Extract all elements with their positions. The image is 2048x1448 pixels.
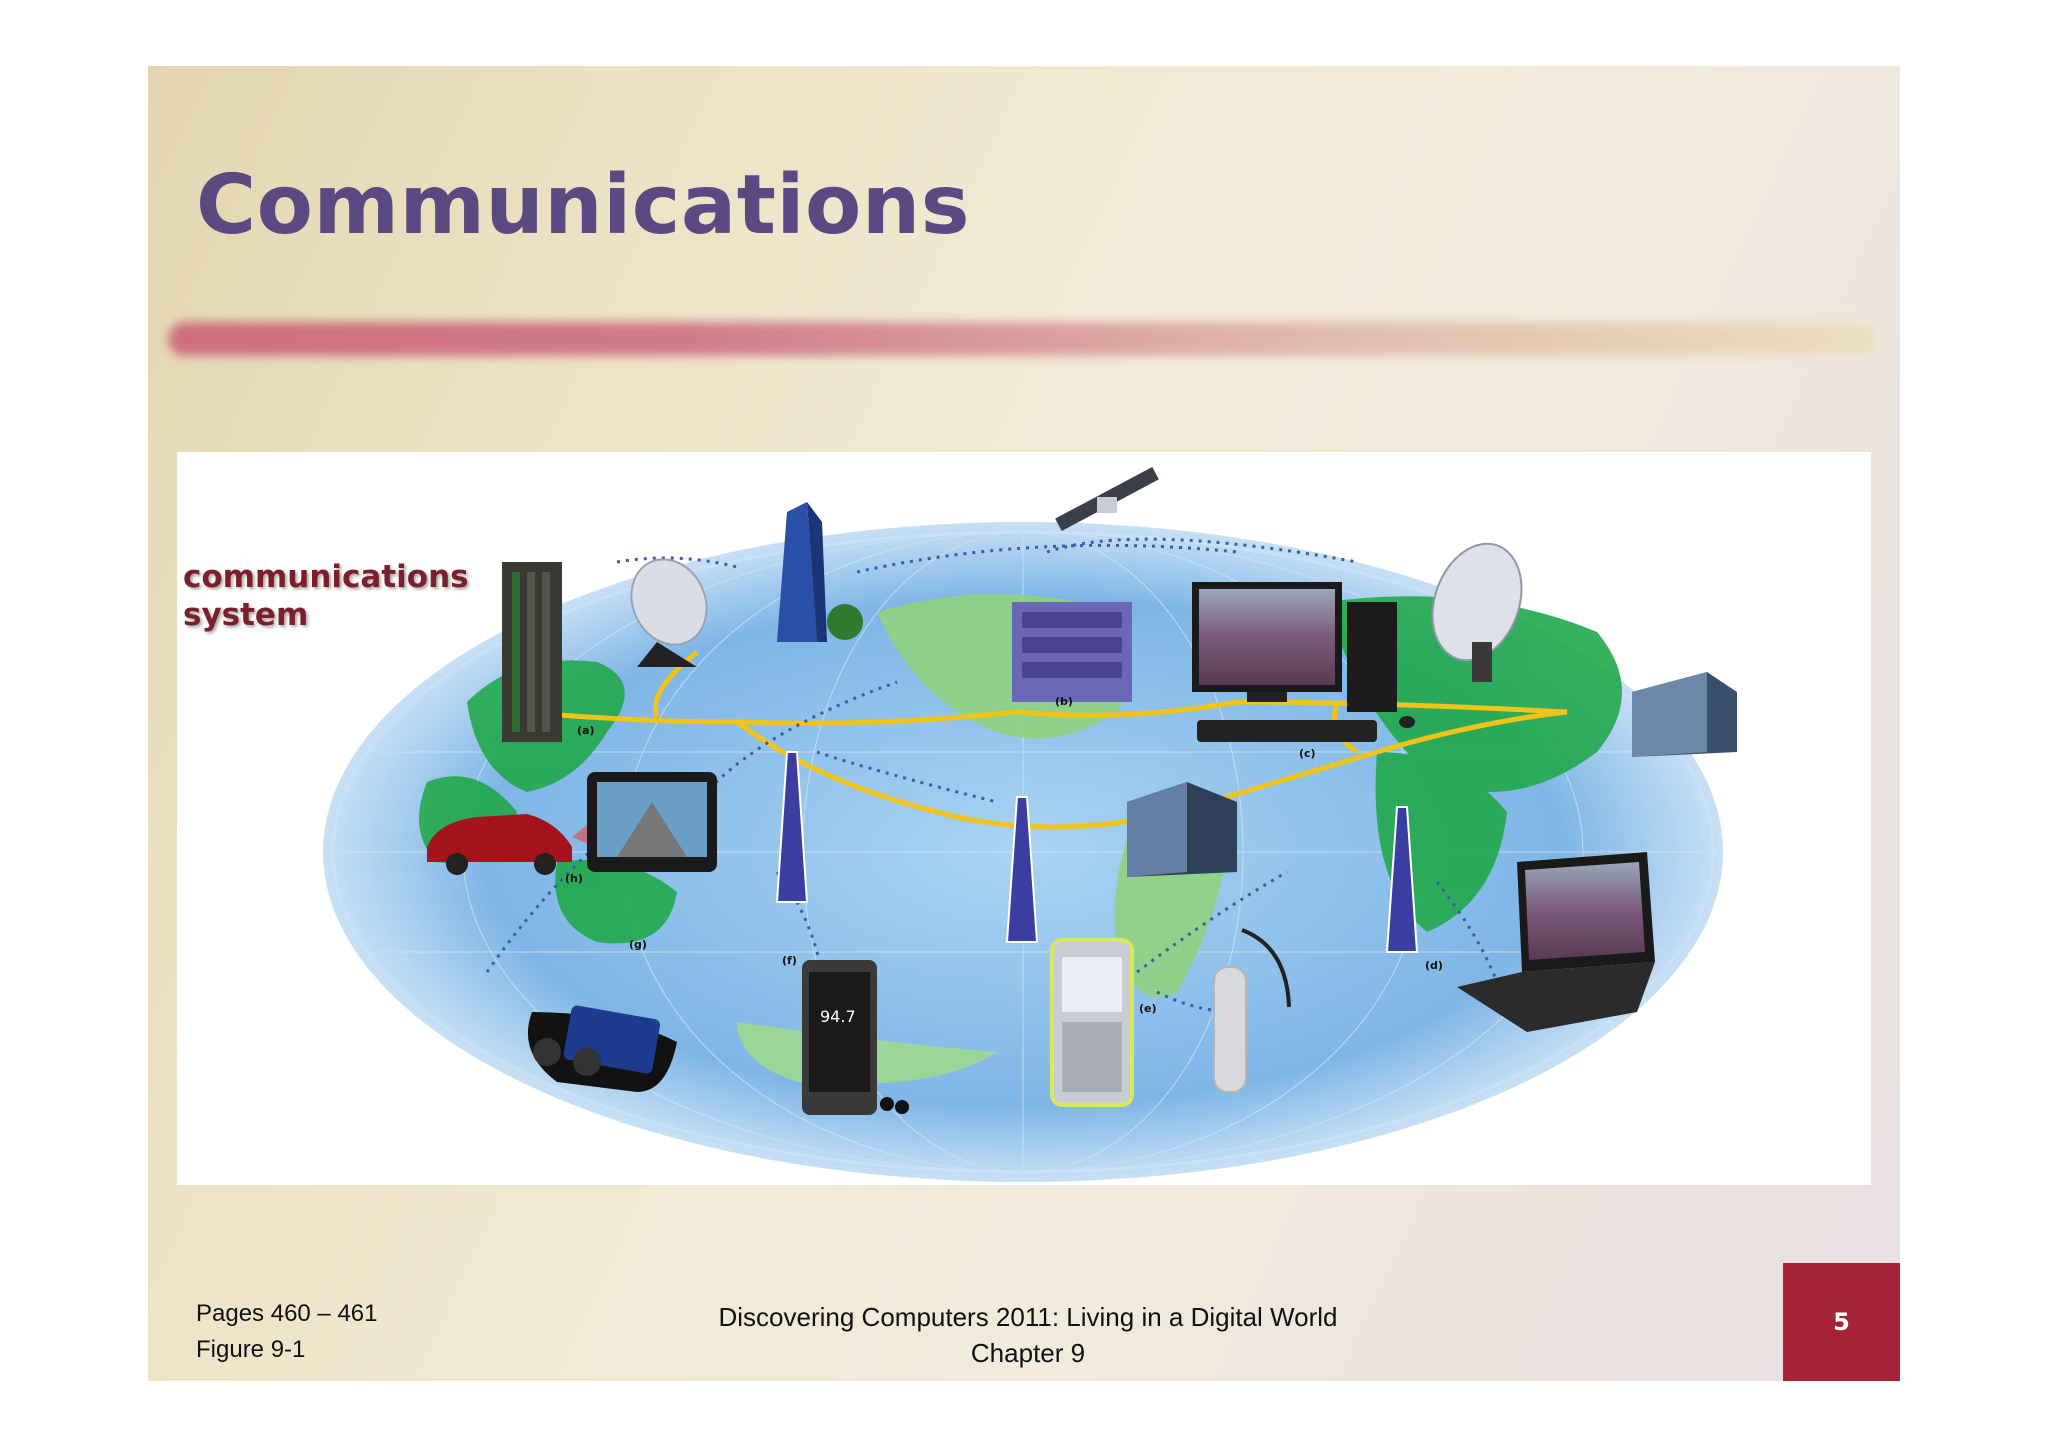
page-number: 5 (1833, 1308, 1850, 1336)
slide-title: Communications (196, 158, 971, 253)
label-f: (f) (782, 954, 797, 967)
smartphone-icon (1050, 938, 1134, 1107)
radio-readout: 94.7 (820, 1007, 856, 1026)
caption-line-2: system (183, 597, 309, 633)
office-building-icon (1127, 782, 1237, 877)
footer-book-info: Discovering Computers 2011: Living in a … (678, 1299, 1378, 1371)
rack-server-icon (1012, 602, 1132, 702)
label-a: (a) (577, 724, 594, 737)
label-c: (c) (1299, 747, 1316, 760)
label-d: (d) (1425, 959, 1443, 972)
caption-line-1: communications (183, 559, 469, 595)
pages-reference: Pages 460 – 461 (196, 1300, 378, 1327)
footer-reference: Pages 460 – 461 Figure 9-1 (196, 1296, 378, 1368)
book-title: Discovering Computers 2011: Living in a … (718, 1302, 1338, 1332)
label-b: (b) (1055, 695, 1073, 708)
large-satellite-dish-icon (1431, 542, 1523, 682)
skyscraper-icon (777, 502, 863, 642)
laptop-icon (1457, 852, 1655, 1032)
satellite-icon (1055, 466, 1159, 532)
chapter-label: Chapter 9 (970, 1338, 1086, 1368)
gps-navigator-icon (587, 772, 717, 872)
label-h: (h) (565, 872, 583, 885)
figure-reference: Figure 9-1 (196, 1336, 306, 1363)
handheld-game-icon (527, 1005, 677, 1092)
cell-tower-icon (775, 751, 1419, 953)
mainframe-server-icon (502, 562, 562, 742)
bluetooth-headset-icon (1213, 928, 1291, 1093)
label-e: (e) (1139, 1002, 1157, 1015)
satellite-dish-icon (630, 558, 708, 667)
label-g: (g) (629, 938, 647, 951)
communications-figure: (a) (b) (c) (d) (e) (f) (g) (h) 94.7 com… (177, 452, 1871, 1185)
figure-caption: communications system (183, 558, 469, 634)
media-player-icon (802, 960, 909, 1115)
title-underline (168, 322, 1878, 356)
office-building-icon (1632, 672, 1737, 757)
desktop-computer-icon (1192, 582, 1415, 742)
figure-illustration: (a) (b) (c) (d) (e) (f) (g) (h) 94.7 (323, 466, 1737, 1182)
slide: Communications (148, 66, 1900, 1381)
page-number-box: 5 (1783, 1263, 1900, 1381)
